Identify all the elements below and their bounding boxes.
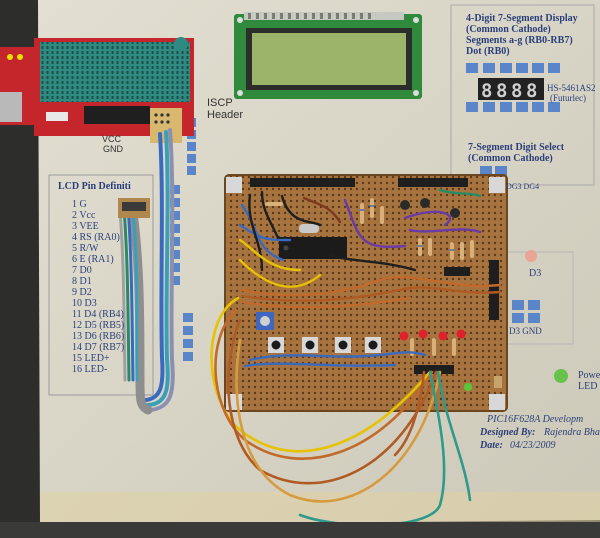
digit-select-labels: DG3 DG4 bbox=[506, 182, 540, 191]
lcd-pin-6: 6 E (RA1) bbox=[72, 254, 114, 265]
lcd-pin-13: 13 D6 (RB6) bbox=[72, 331, 125, 342]
lcd-pin-5: 5 R/W bbox=[72, 243, 99, 254]
lcd-pin-15: 15 LED+ bbox=[72, 353, 110, 364]
seg-part-vendor: (Futurlec) bbox=[550, 93, 586, 103]
power-led-symbol bbox=[554, 369, 568, 383]
led-row bbox=[399, 329, 466, 341]
lcd-pin-12: 12 D5 (RB5) bbox=[72, 320, 125, 331]
vcc-label: VCC bbox=[102, 134, 122, 144]
ribbon-cable bbox=[118, 128, 175, 415]
footer-date-value: 04/23/2009 bbox=[510, 440, 556, 451]
pic-microcontroller bbox=[279, 237, 347, 259]
lcd-pin-7: 7 D0 bbox=[72, 265, 92, 276]
lcd-pin-9: 9 D2 bbox=[72, 287, 92, 298]
seg-display-title: 4-Digit 7-Segment Display bbox=[466, 13, 578, 24]
lcd-pin-16: 16 LED- bbox=[72, 364, 108, 375]
lcd-pin-8: 8 D1 bbox=[72, 276, 92, 287]
lcd-module bbox=[234, 12, 422, 99]
svg-text:8: 8 bbox=[481, 80, 492, 102]
lcd-pin-11: 11 D4 (RB4) bbox=[72, 309, 124, 320]
display-info-box bbox=[450, 4, 595, 186]
lcd-pin-1: 1 G bbox=[72, 199, 87, 210]
lcd-pin-4: 4 RS (RA0) bbox=[72, 232, 120, 243]
segment-indicator-row bbox=[466, 63, 560, 176]
push-button-group bbox=[268, 337, 381, 353]
seg-display-sub3: Dot (RB0) bbox=[466, 46, 510, 57]
lcd-pin-14: 14 D7 (RB7) bbox=[72, 342, 125, 353]
iscp-label-2: Header bbox=[207, 109, 244, 121]
svg-text:8: 8 bbox=[511, 80, 522, 102]
iscp-label-1: ISCP bbox=[207, 97, 233, 109]
seg-part-number: HS-5461AS2 bbox=[547, 83, 596, 93]
power-led-label-1: Powe bbox=[578, 370, 600, 381]
footer-date-label: Date: bbox=[480, 440, 503, 451]
gnd-label: GND bbox=[103, 144, 123, 154]
lcd-pin-10: 10 D3 bbox=[72, 298, 97, 309]
digit-select-title: 7-Segment Digit Select bbox=[468, 142, 565, 153]
seven-segment-display bbox=[478, 78, 544, 100]
svg-text:8: 8 bbox=[496, 80, 507, 102]
zif-socket bbox=[40, 42, 190, 102]
lcd-pin-3: 3 VEE bbox=[72, 221, 99, 232]
lcd-pin-title: LCD Pin Definiti bbox=[58, 181, 131, 192]
hanging-wires bbox=[210, 296, 472, 527]
lcd-pin-box bbox=[48, 174, 154, 396]
usb-programmer bbox=[0, 37, 194, 143]
lcd-pin-2: 2 Vcc bbox=[72, 210, 96, 221]
footer-designed-value: Rajendra Bhat bbox=[544, 427, 600, 438]
main-pcb bbox=[224, 174, 508, 412]
seg-display-sub1: (Common Cathode) bbox=[466, 24, 551, 35]
d3-label: D3 bbox=[529, 268, 542, 279]
footer-project: PIC16F628A Developm bbox=[487, 414, 584, 425]
d3-gnd-label: D3 GND bbox=[509, 326, 542, 336]
digit-select-sub: (Common Cathode) bbox=[468, 153, 553, 164]
svg-text:8: 8 bbox=[526, 80, 537, 102]
seg-display-sub2: Segments a-g (RB0-RB7) bbox=[466, 35, 573, 46]
footer-designed-label: Designed By: bbox=[480, 427, 536, 438]
power-led-label-2: LED bbox=[578, 381, 598, 392]
